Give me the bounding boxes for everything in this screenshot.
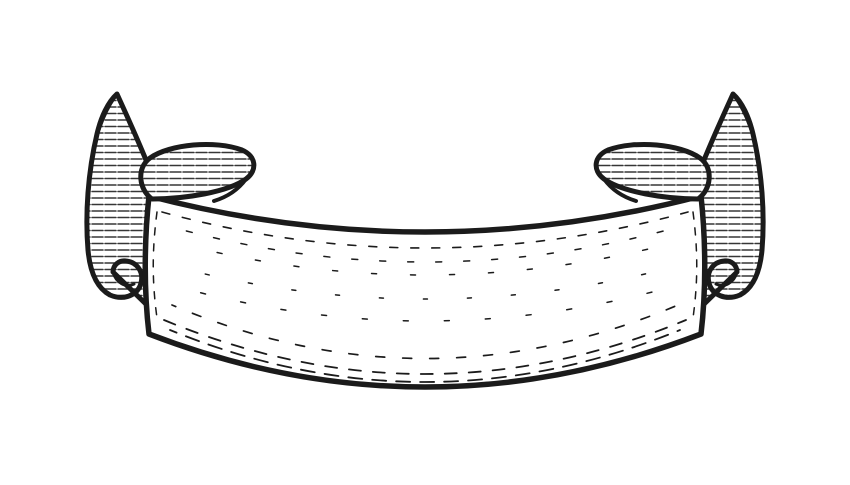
ribbon-left-tail-hatching	[86, 94, 150, 308]
band-bottom-hatch-row-2	[163, 319, 687, 375]
band-right-edge-hatch	[692, 211, 698, 319]
ribbon-right-curl-inner-line	[714, 270, 739, 287]
ribbon-right-tip-fold-line	[733, 95, 753, 132]
band-bottom-hatch-row-3	[169, 329, 681, 383]
band-speckle-row-2	[179, 267, 671, 300]
ribbon-right-tail-hatching	[700, 94, 764, 308]
band-left-edge-hatch	[152, 211, 158, 319]
ribbon-left-curl-inner-line	[111, 270, 136, 287]
ribbon-left-tip-fold-line	[97, 95, 117, 132]
ribbon-left-fold-crease	[212, 177, 248, 203]
ribbon-band	[142, 193, 708, 390]
ribbon-right-fold-crease	[602, 177, 638, 203]
